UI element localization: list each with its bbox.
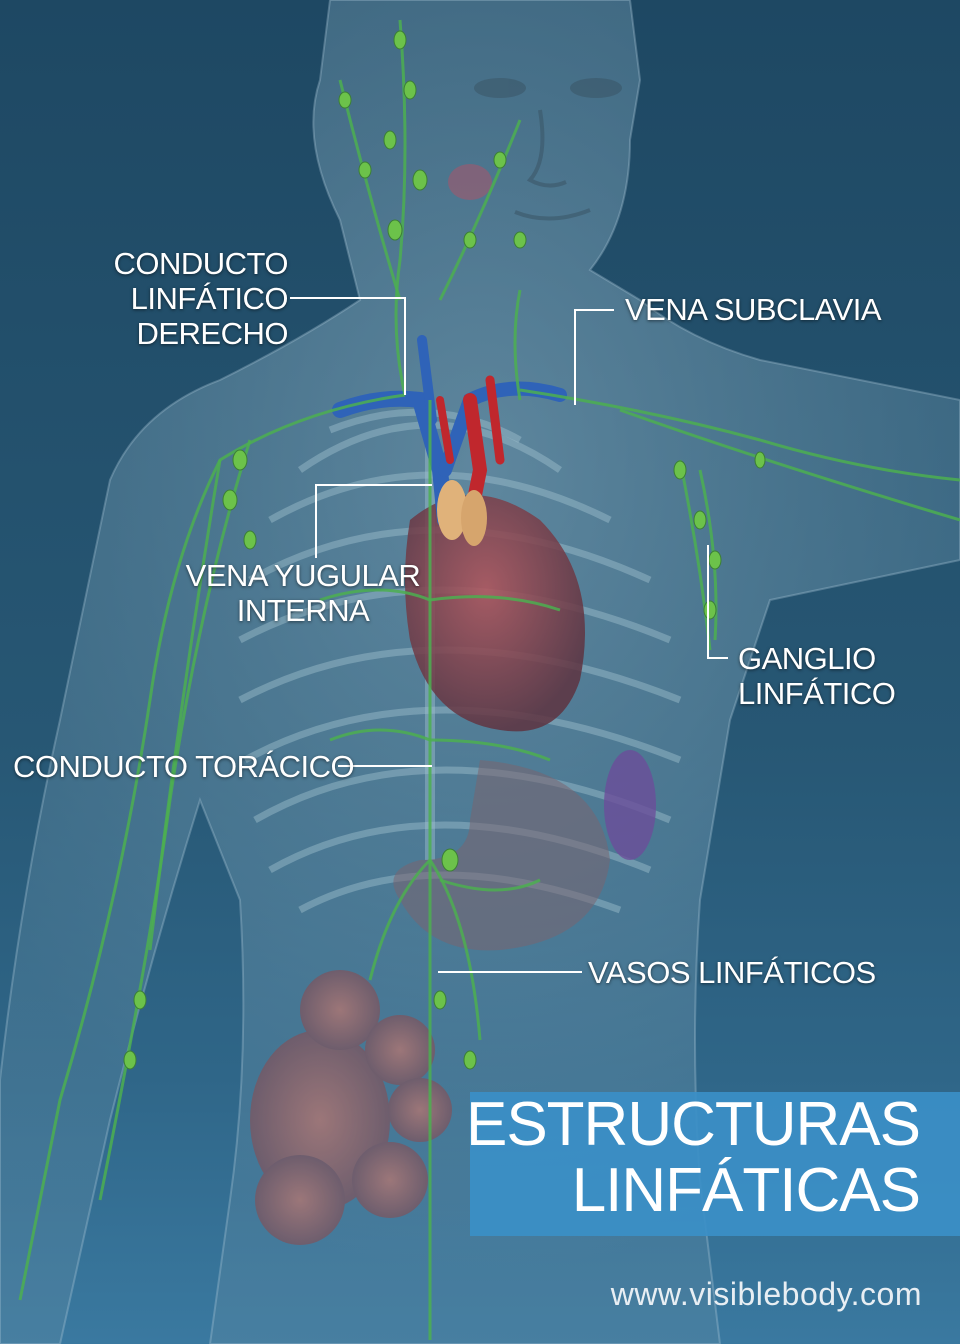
- page-title: ESTRUCTURAS LINFÁTICAS: [465, 1090, 921, 1225]
- lymphatic-vessels: [18, 19, 960, 1340]
- lymph-nodes: [123, 30, 766, 1070]
- leader-internal-jugular-vein: [315, 484, 432, 558]
- label-subclavian-vein: VENA SUBCLAVIA: [625, 292, 882, 327]
- leader-lines: [290, 297, 728, 973]
- heart: [405, 495, 585, 732]
- label-internal-jugular-vein: VENA YUGULAR INTERNA: [185, 558, 421, 628]
- face: [448, 78, 622, 221]
- leader-right-lymphatic-duct: [290, 297, 406, 395]
- label-thoracic-duct: CONDUCTO TORÁCICO: [13, 749, 355, 784]
- title-banner: [470, 1092, 960, 1236]
- website-credit: www.visiblebody.com: [610, 1276, 922, 1312]
- label-lymph-node: GANGLIO LINFÁTICO: [738, 641, 896, 711]
- label-right-lymphatic-duct: CONDUCTO LINFÁTICO DERECHO: [113, 246, 288, 351]
- thymus: [437, 480, 487, 546]
- leader-lymph-node: [707, 545, 728, 659]
- stomach: [393, 750, 656, 951]
- intestines: [250, 970, 452, 1245]
- leader-subclavian-vein: [574, 309, 614, 405]
- label-lymphatic-vessels: VASOS LINFÁTICOS: [588, 955, 876, 990]
